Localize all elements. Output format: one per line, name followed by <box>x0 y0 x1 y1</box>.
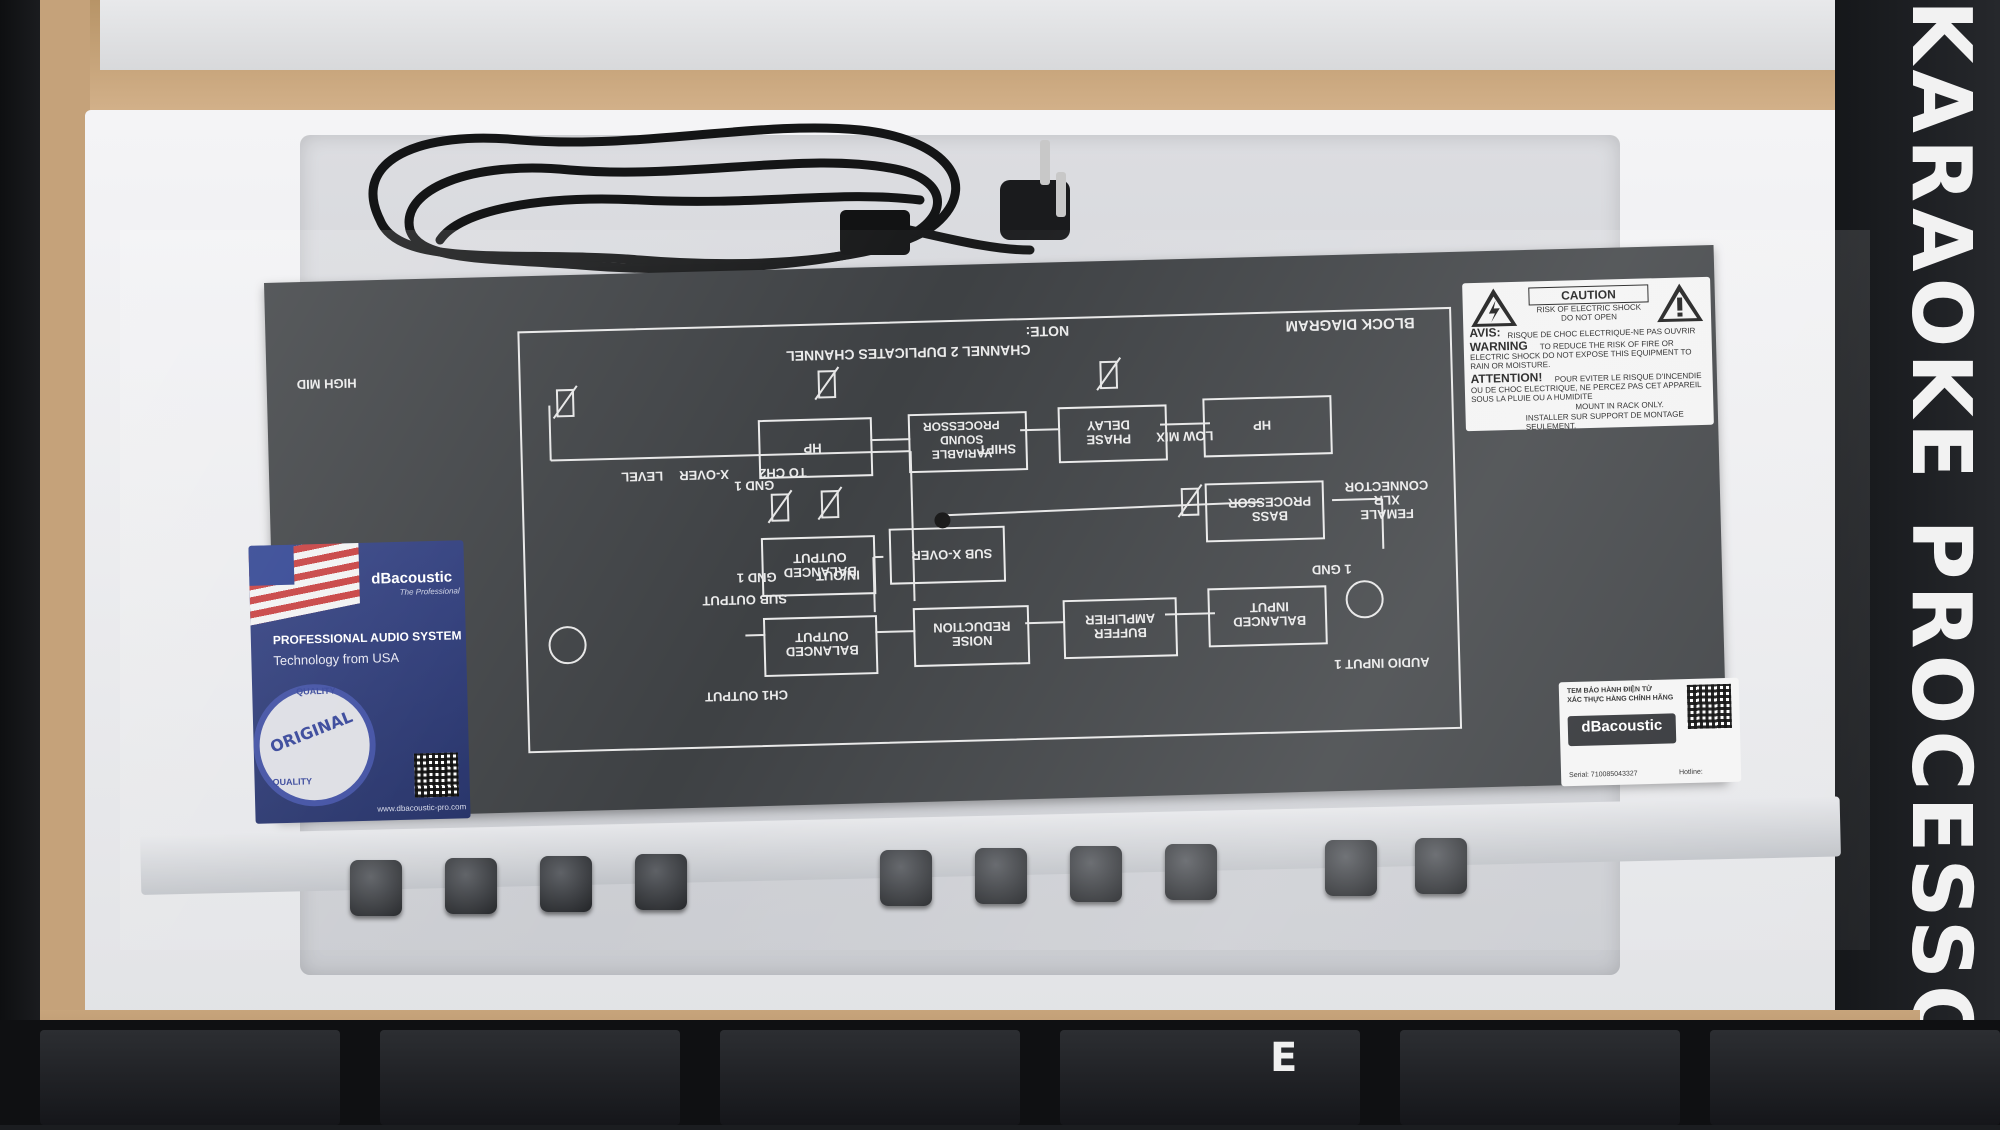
knob-row <box>350 850 1550 920</box>
shock-warning-icon <box>1468 286 1519 329</box>
label-level: LEVEL <box>621 469 663 484</box>
adjacent-box-4 <box>1060 1030 1360 1125</box>
warranty-line2: XÁC THỰC HÀNG CHÍNH HÃNG <box>1567 694 1673 704</box>
sticker-line2: Technology from USA <box>273 650 399 668</box>
knob-8 <box>1165 844 1217 900</box>
caution-do-not-open: DO NOT OPEN <box>1529 311 1649 323</box>
adjacent-box-letter: E <box>1270 1035 1297 1081</box>
adjacent-box-2 <box>380 1030 680 1125</box>
warranty-qr-icon <box>1687 684 1732 729</box>
label-xover: X-OVER <box>679 467 729 482</box>
knob-3 <box>540 856 592 912</box>
diagram-wiring <box>517 307 1458 749</box>
caution-avis: AVIS: <box>1469 328 1500 338</box>
seal-ring-top: QUALITY <box>296 686 336 697</box>
label-low-mix: LOW MIX <box>1156 428 1213 443</box>
knob-2 <box>445 858 497 914</box>
warranty-hotline: Hotline: <box>1679 769 1703 777</box>
brand-sticker: dBacoustic The Professional PROFESSIONAL… <box>248 540 470 824</box>
knob-10 <box>1415 838 1467 894</box>
knob-1 <box>350 860 402 916</box>
warranty-serial: Serial: 710085043327 <box>1569 770 1638 779</box>
knob-5 <box>880 850 932 906</box>
knob-7 <box>1070 846 1122 902</box>
foam-top-strip <box>100 0 1840 70</box>
warranty-brand: dBacoustic <box>1568 713 1677 746</box>
adjacent-box-6 <box>1710 1030 2000 1125</box>
knob-9 <box>1325 840 1377 896</box>
caution-attention-text: POUR EVITER LE RISQUE D'INCENDIE OU DE C… <box>1471 371 1708 404</box>
label-in-out: IN/OUT <box>816 568 860 583</box>
label-gnd-sub: GND 1 <box>734 478 774 493</box>
caution-warning-text: TO REDUCE THE RISK OF FIRE OR ELECTRIC S… <box>1470 338 1707 371</box>
label-gnd-in: 1 GND <box>1312 562 1352 577</box>
warranty-sticker: TEM BẢO HÀNH ĐIỆN TỬ XÁC THỰC HÀNG CHÍNH… <box>1559 678 1742 787</box>
label-shift: SHIFT <box>978 441 1016 456</box>
caution-label: CAUTION RISK OF ELECTRIC SHOCK DO NOT OP… <box>1462 277 1714 431</box>
qr-code-icon <box>414 752 459 797</box>
sticker-website: www.dbacoustic-pro.com <box>377 802 466 813</box>
knob-6 <box>975 848 1027 904</box>
exclamation-warning-icon <box>1654 281 1705 324</box>
label-sub-output: SUB OUTPUT <box>702 591 787 607</box>
adjacent-box-5 <box>1400 1030 1680 1125</box>
warranty-line1: TEM BẢO HÀNH ĐIỆN TỬ <box>1567 686 1652 695</box>
knob-4 <box>635 854 687 910</box>
adjacent-box-3 <box>720 1030 1020 1125</box>
seal-ring-bottom: QUALITY <box>272 776 312 787</box>
usa-flag-canton <box>248 545 294 586</box>
label-high-mid: HIGH MID <box>296 376 356 392</box>
label-gnd-ch1: GND 1 <box>737 570 777 585</box>
sticker-tagline: The Professional <box>400 586 460 597</box>
box-side-text: KARAOKE PROCESSOR <box>1880 0 2000 1000</box>
label-female-xlr: FEMALE XLR CONNECTOR <box>1345 478 1430 522</box>
sticker-brand: dBacoustic <box>371 569 452 588</box>
adjacent-box-1 <box>40 1030 340 1125</box>
label-audio-input: AUDIO INPUT 1 <box>1334 655 1430 671</box>
sticker-line1: PROFESSIONAL AUDIO SYSTEM <box>273 628 462 647</box>
label-ch1-output: CH1 OUTPUT <box>705 687 788 703</box>
